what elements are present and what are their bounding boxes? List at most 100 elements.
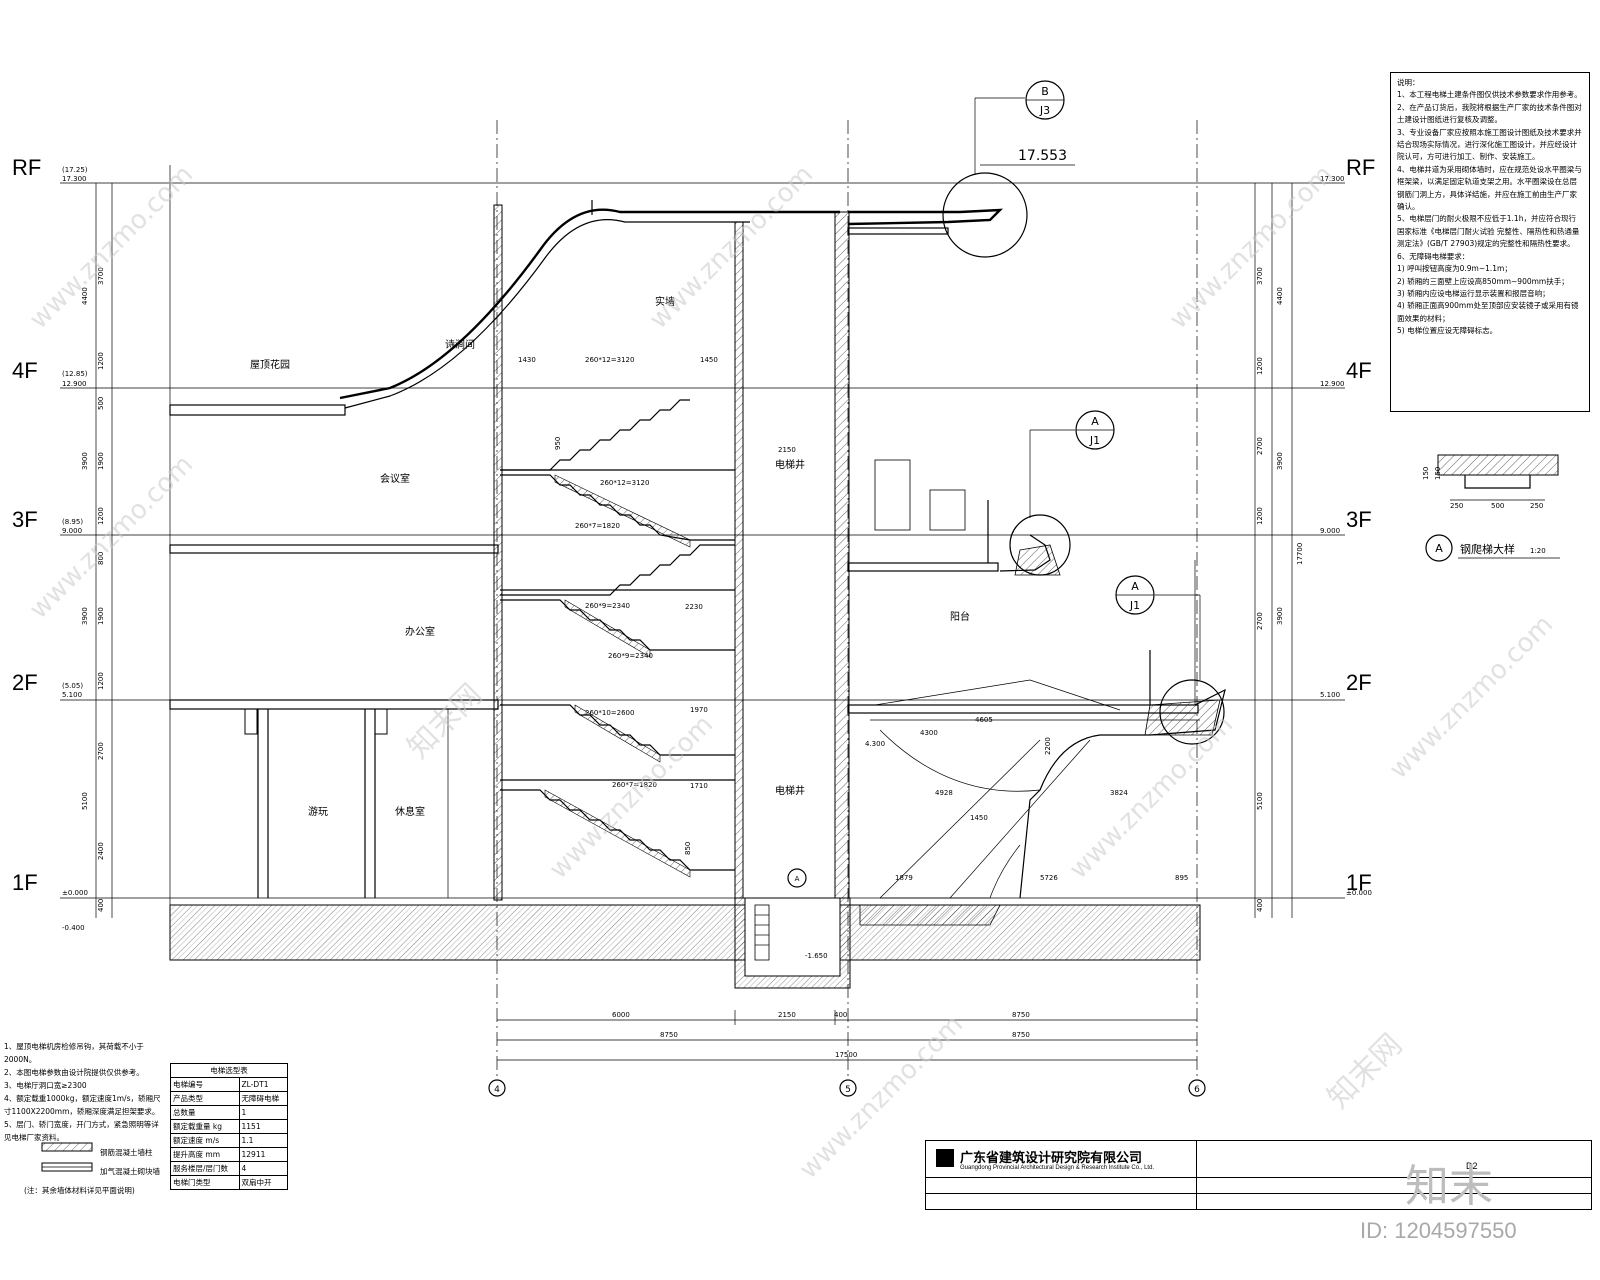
notes-title: 说明： (1397, 78, 1420, 87)
note-item-1: 2、在产品订货后，我院将根据生产厂家的技术条件图对土建设计图纸进行复核及调整。 (1397, 102, 1582, 125)
inner-dim-12: 4.300 (865, 740, 885, 748)
pit-elevation: -1.650 (805, 952, 828, 960)
inner-dim-8: 4928 (935, 789, 953, 797)
callout-a2-sheet: J1 (1129, 599, 1140, 612)
inner-dim-16: 950 (554, 437, 562, 450)
company-name-en: Guangdong Provincial Architectural Desig… (960, 1165, 1155, 1171)
etab-val-1: 无障碍电梯 (238, 1091, 288, 1106)
level-tag-3f-right: 3F (1346, 507, 1372, 532)
bottom-dims: 6000 2150 400 8750 8750 8750 17500 (497, 1010, 1197, 1061)
room-office: 办公室 (405, 625, 435, 638)
axis-markers: 4 5 6 (488, 1079, 1206, 1097)
balcony-area (859, 459, 1226, 926)
legend-label-2: (注：其余墙体材料详见平面说明) (24, 1186, 135, 1195)
note-item-6: 1) 呼叫按钮高度为0.9m~1.1m； (1397, 264, 1512, 274)
general-notes: 说明： 1、本工程电梯土建条件图仅供技术参数要求作用参考。 2、在产品订货后，我… (1390, 72, 1590, 412)
room-lobby: 游玩 (308, 805, 328, 818)
axis-5: 5 (845, 1085, 851, 1095)
bottom-dim-f: 8750 (1012, 1031, 1030, 1039)
level-tag-4f-right: 4F (1346, 358, 1372, 383)
callout-a2-letter: A (1131, 580, 1139, 593)
stair-run-4: 260*9=2340 (585, 602, 630, 610)
roof-elevation: 17.553 (1018, 148, 1067, 164)
elevations-right: 17.300 12.900 9.000 5.100 ±0.000 (1320, 175, 1372, 897)
inner-dim-17: 850 (684, 842, 692, 855)
etab-key-3: 额定载重量 kg (170, 1119, 240, 1134)
wm-site-4: www.znzmo.com (24, 450, 199, 625)
elev-3f: 9.000 (62, 527, 82, 535)
etab-val-2: 1 (238, 1105, 288, 1120)
ladder-side-0: 150 (1422, 467, 1430, 480)
stair-run-7: 260*7=1820 (612, 781, 657, 789)
inner-dim-6: 4300 (920, 729, 938, 737)
ladder-detail-scale: 1:20 (1530, 547, 1546, 555)
company-name: 广东省建筑设计研究院有限公司 (960, 1151, 1143, 1166)
right-dim-1: 5100 (1256, 792, 1264, 810)
etab-key-7: 电梯门类型 (170, 1175, 240, 1190)
etab-key-5: 提升高度 mm (170, 1147, 240, 1162)
roof-curve (339, 208, 840, 400)
table-row: 产品类型无障碍电梯 (170, 1091, 288, 1106)
ground-fill (169, 904, 1201, 961)
stair-run-5: 260*9=2340 (608, 652, 653, 660)
pit-void (744, 897, 841, 977)
etab-val-7: 双扇中开 (238, 1175, 288, 1190)
level-tag-rf-left: RF (12, 155, 41, 180)
note-item-10: 5) 电梯位置应设无障碍标志。 (1397, 326, 1498, 336)
inner-dim-2: 2150 (778, 446, 796, 454)
elev-rf: 17.300 (62, 175, 87, 183)
callout-a1-letter: A (1091, 415, 1099, 428)
inner-dimensions: 1430 1450 2150 1970 2230 1710 4300 4605 … (518, 356, 1188, 882)
note-item-7: 2) 轿厢的三面壁上应设高850mm~900mm扶手； (1397, 276, 1569, 286)
bottom-dim-a: 6000 (612, 1011, 630, 1019)
axis-4: 4 (494, 1085, 500, 1095)
callout-a1: A J1 (1029, 410, 1115, 518)
note-item-8: 3) 轿厢内应设电梯运行显示装置和报层音响； (1397, 288, 1550, 298)
first-floor-elements (244, 708, 449, 898)
core-wall-right (834, 211, 850, 899)
ladder-dim-0: 250 (1450, 502, 1463, 510)
etab-val-3: 1151 (238, 1119, 288, 1134)
inner-dim-14: 2200 (1044, 737, 1052, 755)
elev-1f-right: ±0.000 (1346, 889, 1372, 897)
lower-note-2: 3、电梯厅洞口宽≥2300 (4, 1081, 87, 1090)
ladder-dim-1: 500 (1491, 502, 1504, 510)
right-dims: 400 5100 3900 2700 1200 3900 2700 1200 4… (1256, 267, 1304, 912)
inner-dim-0: 1430 (518, 356, 536, 364)
wm-site-3: www.znzmo.com (1164, 160, 1339, 335)
inner-dim-11: 895 (1175, 874, 1188, 882)
right-dim-4: 1200 (1256, 507, 1264, 525)
elev-4f-paren: (12.85) (62, 370, 88, 378)
axis-6: 6 (1194, 1085, 1200, 1095)
room-shaft-top: 电梯井 (775, 458, 805, 471)
core-wall-left (734, 221, 744, 899)
etab-key-0: 电梯编号 (170, 1077, 240, 1092)
level-tag-1f-right: 1F (1346, 870, 1372, 895)
left-dim-6: 3900 (81, 607, 89, 625)
elev-4f-right: 12.900 (1320, 380, 1345, 388)
right-dim-7: 1200 (1256, 357, 1264, 375)
etab-key-4: 额定速度 m/s (170, 1133, 240, 1148)
level-tag-1f-left: 1F (12, 870, 38, 895)
elev-rf-paren: (17.25) (62, 166, 88, 174)
left-dim-8: 1200 (97, 507, 105, 525)
elevator-table-title: 电梯选型表 (170, 1063, 288, 1078)
bottom-dim-b: 2150 (778, 1011, 796, 1019)
callout-a1-sheet: J1 (1089, 434, 1100, 447)
ladder-dim-2: 250 (1530, 502, 1543, 510)
stair-run-6: 260*10=2600 (585, 709, 634, 717)
right-dim-5: 3900 (1276, 452, 1284, 470)
sheet-number: D2 (1466, 1161, 1478, 1171)
inner-dim-4: 2230 (685, 603, 703, 611)
left-dim-9: 1900 (97, 452, 105, 470)
inner-dim-3: 1970 (690, 706, 708, 714)
elev-rf-right: 17.300 (1320, 175, 1345, 183)
etab-key-6: 服务楼层/层门数 (170, 1161, 240, 1176)
room-tea: 诗涧间 (445, 338, 475, 351)
inner-dim-1: 1450 (700, 356, 718, 364)
elev-4f: 12.900 (62, 380, 87, 388)
elevations-left: (17.25) 17.300 (12.85) 12.900 (8.95) 9.0… (62, 166, 88, 932)
